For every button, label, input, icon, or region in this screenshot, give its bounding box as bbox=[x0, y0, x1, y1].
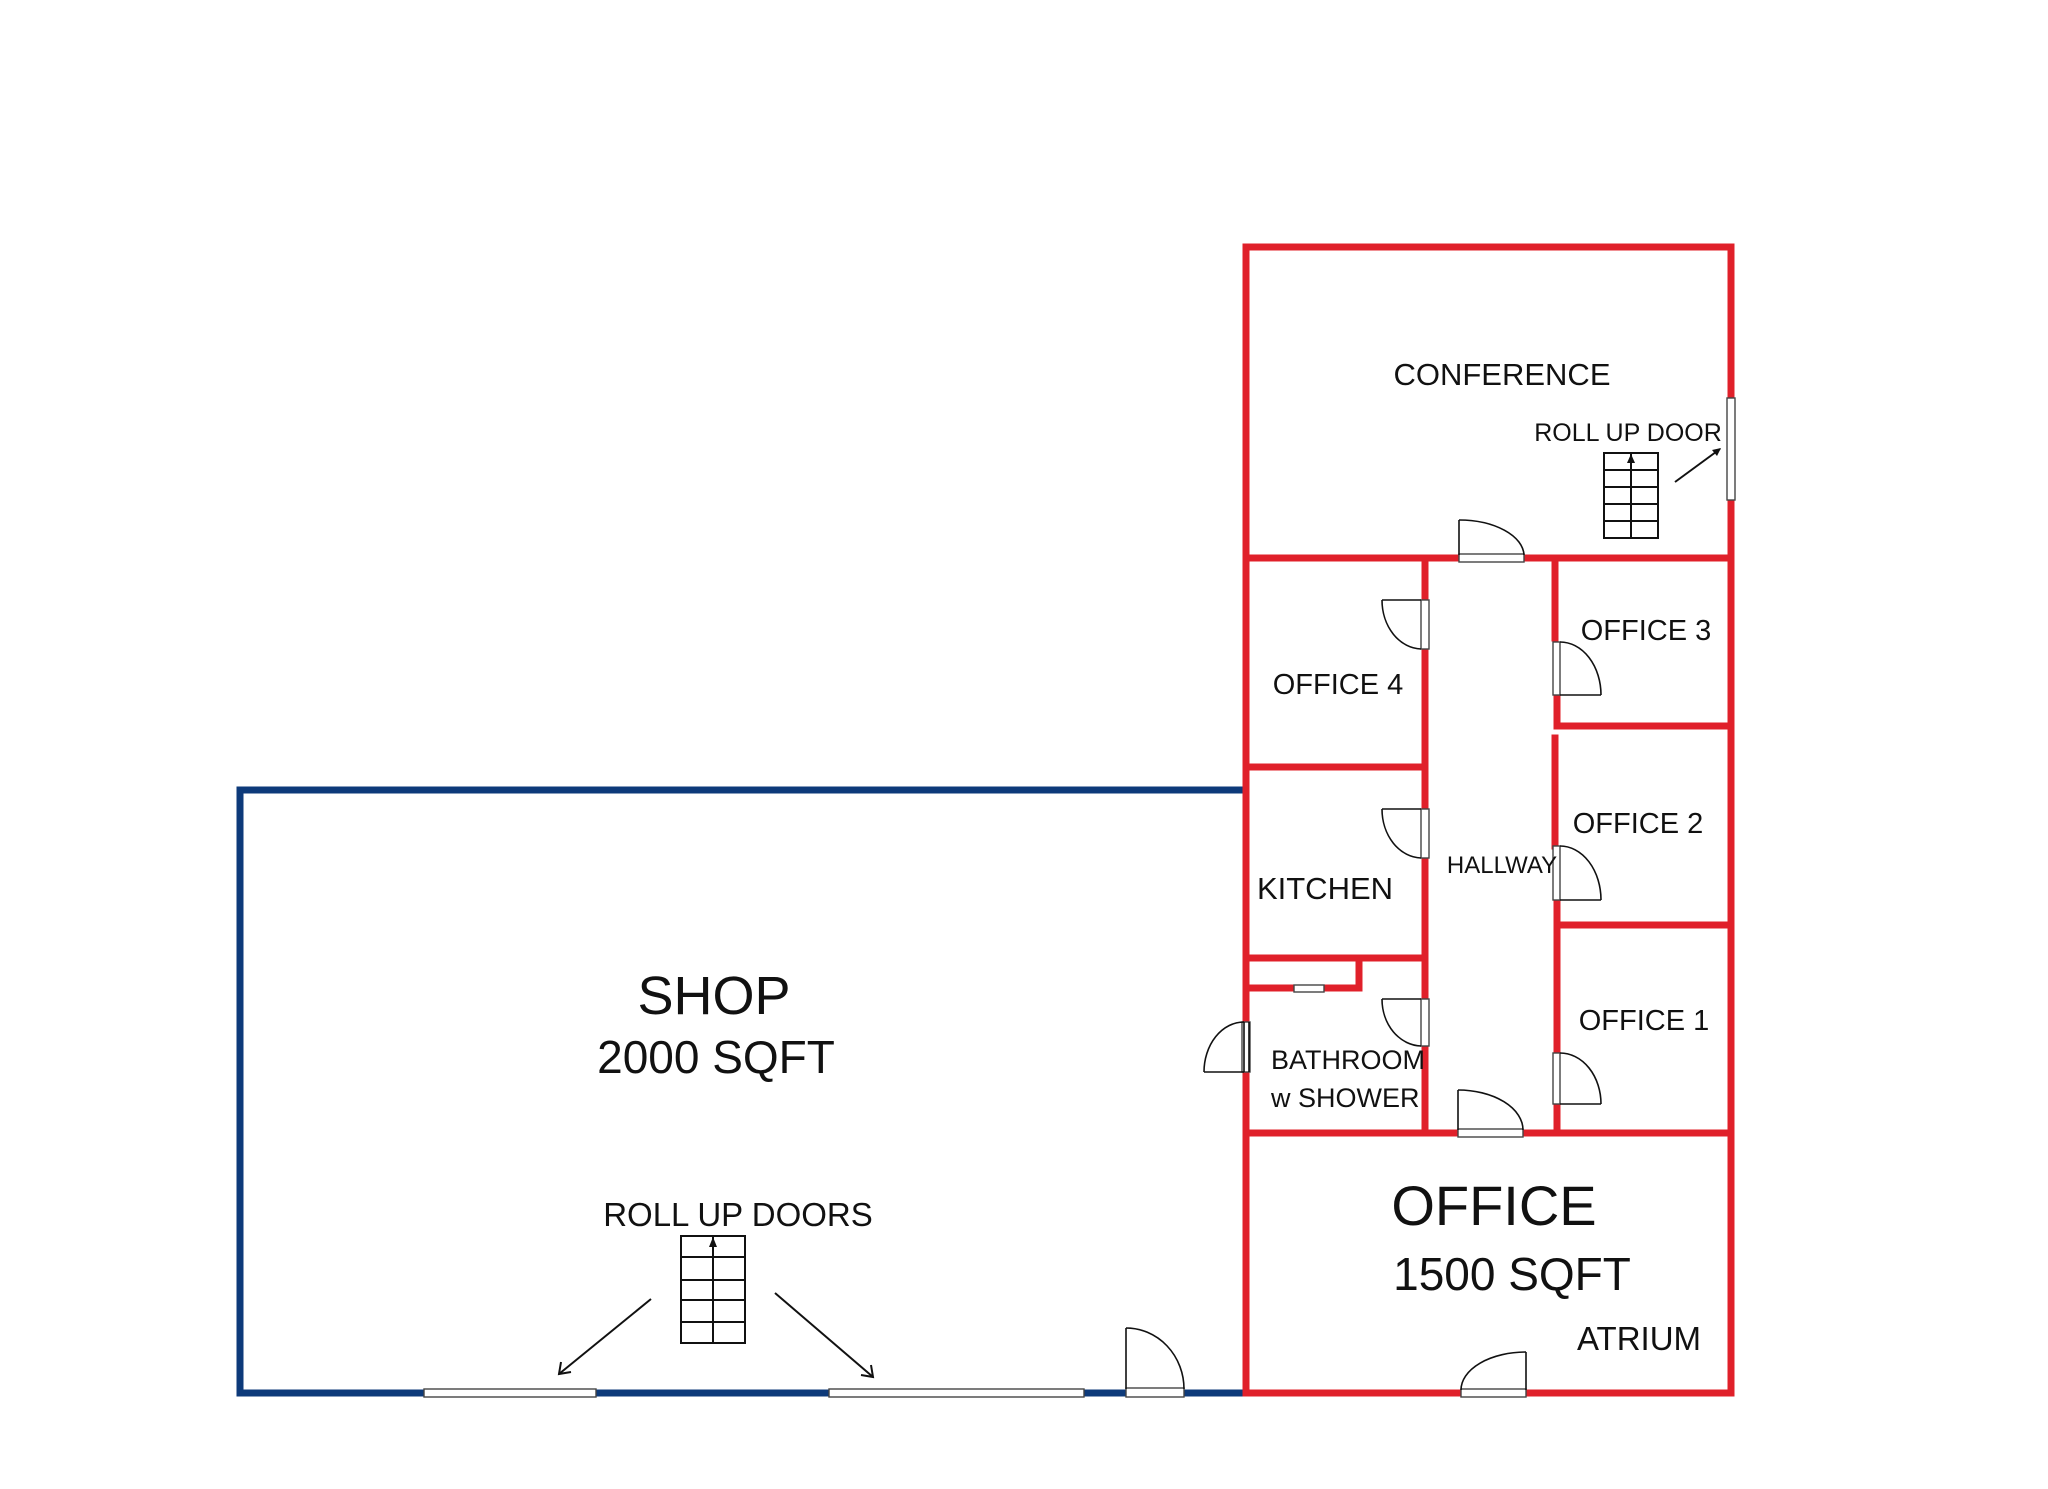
office-main-label: OFFICE bbox=[1391, 1174, 1596, 1237]
conference-rollup-door-opening bbox=[1726, 397, 1736, 501]
kitchen-door-icon bbox=[1381, 808, 1430, 859]
office1-label: OFFICE 1 bbox=[1579, 1005, 1710, 1037]
shop-walls bbox=[236, 786, 1250, 1397]
bathroom-exterior-door-icon bbox=[1203, 1021, 1250, 1073]
atrium-label: ATRIUM bbox=[1577, 1320, 1701, 1357]
office1-door-icon bbox=[1552, 1052, 1602, 1105]
arrow-icon bbox=[1674, 448, 1721, 483]
shop-door-icon bbox=[1125, 1327, 1185, 1398]
office4-label: OFFICE 4 bbox=[1273, 669, 1404, 701]
office3-door-icon bbox=[1552, 641, 1602, 696]
hallway-label: HALLWAY bbox=[1447, 852, 1557, 879]
shop-label: SHOP bbox=[637, 966, 790, 1026]
kitchen-label: KITCHEN bbox=[1257, 871, 1393, 906]
shop-rollup-label: ROLL UP DOORS bbox=[603, 1196, 873, 1233]
roll-up-door-icon bbox=[1603, 452, 1659, 539]
office2-door-icon bbox=[1552, 845, 1602, 901]
shop-area: 2000 SQFT bbox=[597, 1031, 835, 1083]
bathroom-label: BATHROOM bbox=[1271, 1045, 1425, 1075]
hallway-door-icon bbox=[1457, 1089, 1524, 1138]
roll-up-door-icon bbox=[680, 1235, 746, 1344]
office2-label: OFFICE 2 bbox=[1573, 808, 1704, 840]
bathroom-door-icon bbox=[1381, 998, 1430, 1047]
shop-rollup-door-opening-1 bbox=[423, 1388, 597, 1398]
window-icon bbox=[1293, 984, 1325, 993]
office-main-area: 1500 SQFT bbox=[1393, 1248, 1631, 1300]
office3-label: OFFICE 3 bbox=[1581, 615, 1712, 647]
bathroom-shower-label: w SHOWER bbox=[1270, 1083, 1420, 1113]
shop-rollup-door-opening-2 bbox=[828, 1388, 1085, 1398]
conference-rollup-label: ROLL UP DOOR bbox=[1534, 419, 1722, 447]
arrow-icon bbox=[774, 1292, 875, 1379]
office-walls bbox=[1242, 243, 1735, 1397]
office-main-door-icon bbox=[1460, 1351, 1527, 1398]
office4-door-icon bbox=[1381, 599, 1430, 650]
conference-label: CONFERENCE bbox=[1393, 357, 1610, 392]
bathroom-exterior-door-opening bbox=[1241, 1021, 1251, 1073]
conference-door-icon bbox=[1458, 519, 1525, 563]
arrow-icon bbox=[557, 1298, 652, 1376]
